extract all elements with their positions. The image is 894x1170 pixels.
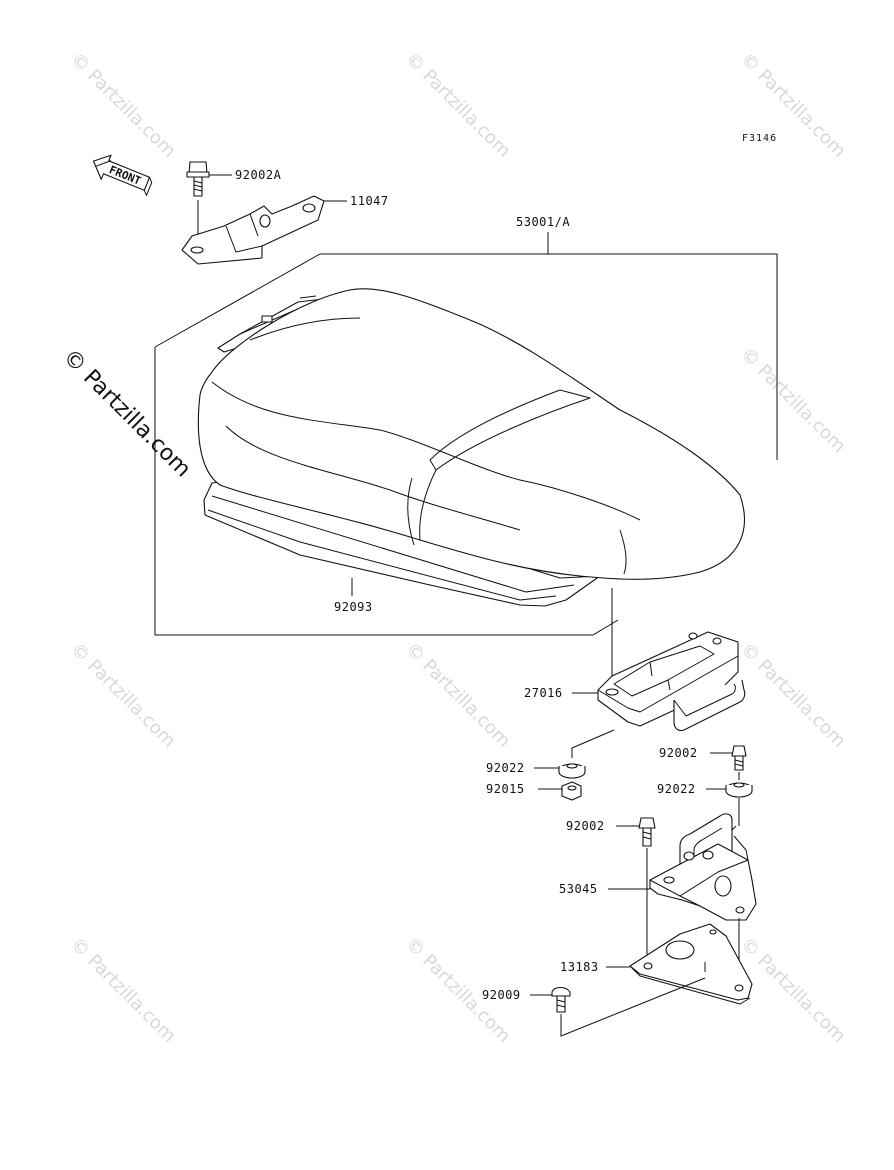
watermark: © Partzilla.com	[736, 344, 849, 457]
part-label: 92015	[486, 782, 525, 796]
watermark: © Partzilla.com	[736, 49, 849, 162]
washer-92022	[558, 763, 586, 779]
part-label: 92022	[486, 761, 525, 775]
front-arrow-icon: FRONT	[92, 154, 153, 196]
bolt-92002	[638, 817, 656, 847]
bolt-92002A	[186, 161, 210, 197]
part-label: 11047	[350, 194, 389, 208]
watermark: © Partzilla.com	[66, 934, 179, 1047]
watermark: © Partzilla.com	[736, 639, 849, 752]
part-label: 27016	[524, 686, 563, 700]
seat-base-92093	[203, 478, 601, 607]
seat-cushion	[197, 288, 745, 580]
diagram-reference-code: F3146	[742, 133, 777, 144]
part-label: 92009	[482, 988, 521, 1002]
watermark: © Partzilla.com	[736, 934, 849, 1047]
part-label: 13183	[560, 960, 599, 974]
bracket-11047	[181, 195, 325, 265]
part-label: 92022	[657, 782, 696, 796]
part-label: 53001/A	[516, 215, 570, 229]
part-label: 92002	[566, 819, 605, 833]
plate-13183	[629, 923, 753, 1005]
screw-92009	[551, 986, 571, 1013]
part-label: 92002A	[235, 168, 282, 182]
watermark: © Partzilla.com	[66, 639, 179, 752]
latch-27016	[597, 631, 746, 732]
watermark: © Partzilla.com	[401, 639, 514, 752]
watermark: © Partzilla.com	[401, 49, 514, 162]
assembly-frame	[154, 253, 778, 636]
bolt-92002	[731, 745, 747, 771]
copyright-label: © Partzilla.com	[58, 345, 196, 483]
part-label: 92093	[334, 600, 373, 614]
part-label: 92002	[659, 746, 698, 760]
washer-92022	[725, 782, 753, 798]
part-label: 53045	[559, 882, 598, 896]
bracket-53045	[649, 813, 757, 921]
watermark: © Partzilla.com	[66, 49, 179, 162]
nut-92015	[561, 781, 582, 801]
